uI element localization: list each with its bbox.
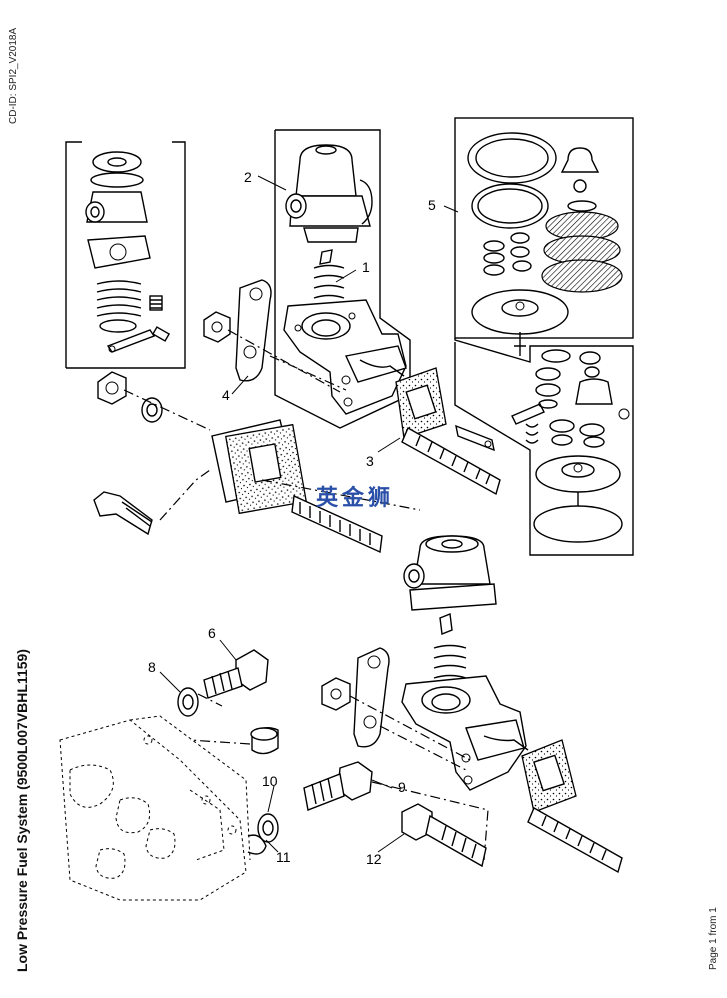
callout-8: 8: [148, 659, 156, 675]
watermark-text: 英金狮: [316, 485, 394, 511]
callout-3: 3: [366, 453, 374, 469]
pump-assembly-upper: [274, 129, 411, 429]
leader-lines: [159, 175, 459, 853]
callout-4: 4: [222, 387, 230, 403]
callout-9: 9: [398, 779, 406, 795]
callout-5: 5: [428, 197, 436, 213]
fasteners-lower: [177, 649, 487, 868]
pump-assembly-lower: [321, 535, 623, 874]
engine-block-outline: [59, 693, 251, 901]
callout-1: 1: [362, 259, 370, 275]
callout-10: 10: [262, 773, 278, 789]
callout-11: 11: [276, 849, 291, 865]
inset-small-pump: [65, 141, 186, 369]
callout-6: 6: [208, 625, 216, 641]
callout-12: 12: [366, 851, 382, 867]
flange-parts-left: [93, 279, 421, 554]
callout-2: 2: [244, 169, 252, 185]
gasket-and-stud-3: [395, 367, 501, 496]
repair-kit-5: [454, 117, 634, 556]
